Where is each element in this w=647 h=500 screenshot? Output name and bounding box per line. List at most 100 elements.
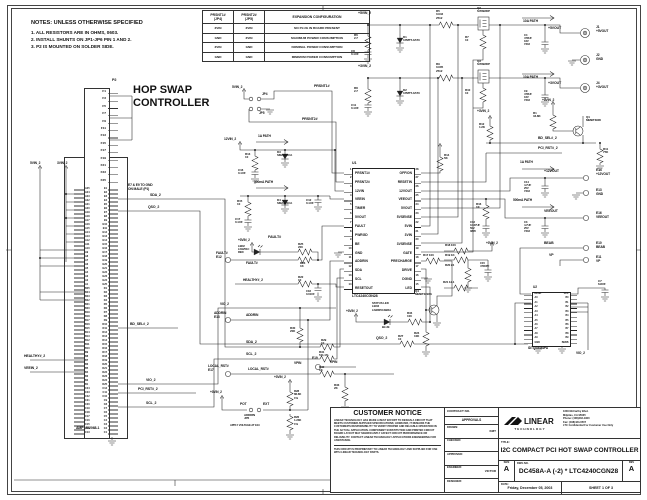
schematic-label: ADDRIN JP6: [244, 413, 256, 421]
date-value: Friday, December 05, 2003: [507, 485, 553, 490]
schematic-label: 5VIN_2: [30, 161, 41, 165]
connector-pin-label: E22: [102, 271, 107, 274]
connector-pin-label: B23: [85, 295, 90, 298]
schematic-label: C14 4.7UF 25V 7343: [524, 180, 532, 194]
u2-pin-name: VCC: [563, 292, 569, 295]
connector-pin-label: C8: [103, 403, 107, 406]
u2-pin-name: A6: [534, 322, 538, 326]
schematic-label: R8 2.7: [354, 86, 358, 94]
schematic-label: FAULT#: [268, 235, 282, 239]
connector-pin-label: D18: [102, 355, 107, 358]
u2-pin-name: A5: [534, 318, 538, 322]
schematic-label: P2: [112, 78, 117, 82]
u1-pin-name: 5VOUT: [401, 206, 412, 211]
connector-pin-label: B11: [85, 343, 90, 346]
connector-pin-label: A14: [85, 231, 90, 234]
u2-pin-name: B1: [565, 300, 569, 304]
schematic-label: R15 10: [237, 199, 243, 207]
connector-pin-label: E23: [102, 275, 107, 278]
connector-pin-label: C17: [85, 415, 90, 418]
schematic-label: E11 VP: [596, 255, 602, 263]
u1-pin-name: TIMER: [355, 206, 366, 211]
connector-pin-label: A18: [85, 215, 90, 218]
connector-pin-label: D24: [102, 379, 107, 382]
u1-pin-name: GND: [355, 250, 363, 255]
connector-pin-label: B15: [85, 327, 90, 330]
schematic-label: R22 10: [298, 275, 304, 283]
approvals-role-label: ENGINEER:: [447, 466, 462, 469]
lt-logo-mark: LINEAR: [504, 416, 554, 426]
connector-pin-label: C7: [103, 407, 107, 410]
config-table-cell: 3VIN: [202, 23, 234, 34]
connector-pin-label: D16: [102, 347, 107, 350]
u1-pin-name: 5VSENSE: [396, 215, 412, 220]
schematic-label: PCI_RST#_2: [138, 387, 158, 391]
connector-pin-row: B18 D8: [85, 315, 107, 320]
connector-pin-label: D8: [103, 315, 107, 318]
connector-pin-label: A2: [85, 279, 89, 282]
schematic-label: STATUS LED LED3 LNJ805C4BRA: [372, 301, 392, 312]
connector-pin-label: F19: [100, 155, 106, 160]
u1-pin-name: DGND: [402, 277, 412, 282]
connector-pin-label: E4: [103, 199, 107, 202]
u1-pin-number: 24: [415, 202, 419, 206]
u2-pin-name: B4: [565, 314, 569, 318]
schematic-label: LOCAL_RST#: [248, 367, 269, 371]
connector-pin-label: E19: [102, 259, 107, 262]
schematic-label: Q2 Si7892DP: [477, 6, 490, 14]
approvals-row: ENGINEER:VICTOR: [445, 466, 498, 479]
u2-pin-name: B3: [565, 309, 569, 313]
connector-pin-label: A6: [85, 263, 89, 266]
u1-pin-number: 13: [348, 273, 352, 277]
schematic-label: D1 1PMT5.0AT3: [403, 35, 420, 43]
schematic-label: D3 SMAJ12CA: [277, 150, 293, 158]
connector-pin-label: B7: [85, 359, 89, 362]
schematic-label: +3VIN_2: [238, 238, 250, 242]
connector-pin-label: F15: [100, 140, 106, 145]
connector-pin-label: B18: [85, 315, 90, 318]
u1-pin-number: 15: [415, 282, 419, 286]
schematic-label: VEEIN_2: [24, 366, 38, 370]
connector-pin-label: F3: [102, 96, 106, 101]
connector-pin-label: E25: [102, 283, 107, 286]
connector-pin-label: A10: [85, 247, 90, 250]
connector-pin-label: B22: [85, 299, 90, 302]
connector-pin-label: E13: [102, 235, 107, 238]
u1-pin-name: 5VOUT: [355, 215, 366, 220]
config-table-cell: NO PLUG IN BOARD PRESENT: [264, 23, 370, 34]
connector-pin-label: C14: [85, 427, 90, 430]
connector-pin-label: D19: [102, 359, 107, 362]
connector-pin-label: A17: [85, 219, 90, 222]
connector-pin-label: C19: [85, 407, 90, 410]
u2-pin-name: B5: [565, 318, 569, 322]
schematic-label: R27 10: [398, 334, 404, 342]
connector-pin-label: E15: [102, 243, 107, 246]
u1-pin-number: 18: [415, 256, 419, 260]
connector-pin-row: C19 C7: [85, 407, 107, 412]
config-table-header: PRSNT1# (JP4): [202, 10, 234, 24]
schematic-label: PRSNT1#: [314, 84, 330, 88]
u2-pin-name: B6: [565, 322, 569, 326]
connector-pin-stubs-right: [108, 188, 118, 436]
connector-pin-label: A20: [85, 207, 90, 210]
